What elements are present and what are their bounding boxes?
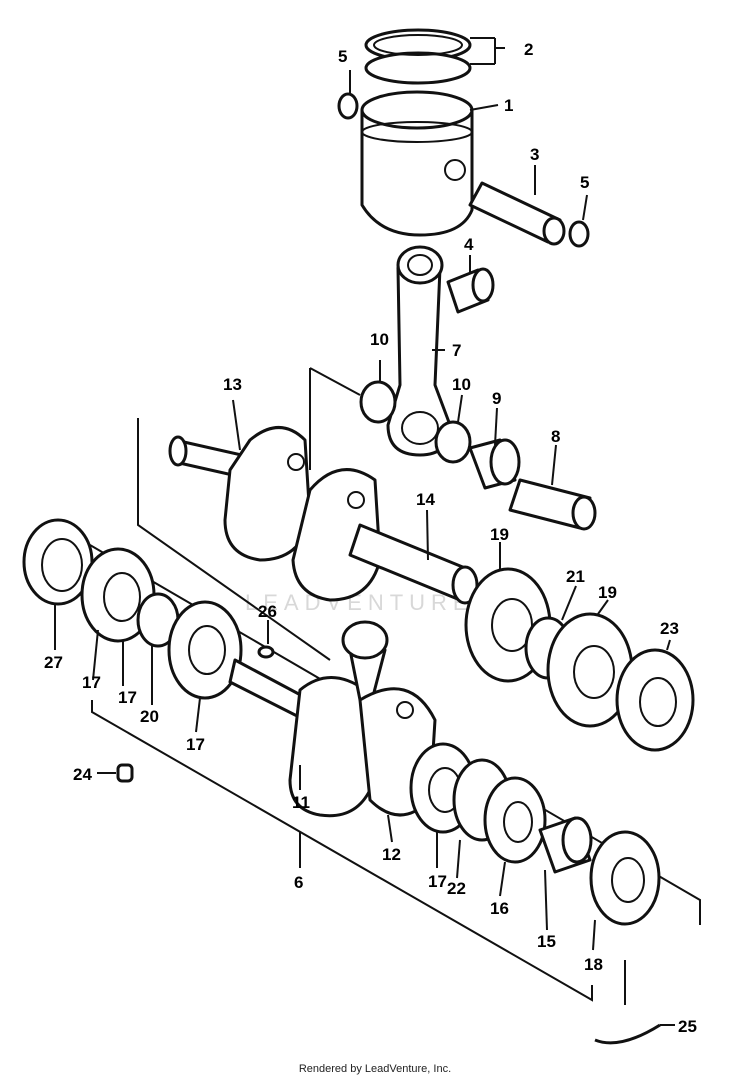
piston-pin [468, 181, 566, 246]
callout-5a: 5 [338, 47, 347, 66]
callout-19b: 19 [598, 583, 617, 602]
callout-13: 13 [223, 375, 242, 394]
callout-17c: 17 [428, 872, 447, 891]
callout-6: 6 [294, 873, 303, 892]
oil-seal-right [589, 830, 661, 926]
piston [360, 90, 474, 237]
callout-22: 22 [447, 879, 466, 898]
callout-14: 14 [416, 490, 435, 509]
callout-17a: 17 [82, 673, 101, 692]
crankshaft-half-right [291, 468, 479, 605]
callout-23: 23 [660, 619, 679, 638]
leader-lines [54, 37, 675, 1026]
crank-pin [508, 478, 597, 531]
assembly-guide-lines [89, 367, 701, 1005]
snap-ring [594, 1023, 661, 1045]
callout-10b: 10 [452, 375, 471, 394]
callout-numbers: 1 2 3 4 5 5 6 7 8 9 10 10 11 12 13 14 15… [44, 40, 697, 1036]
woodruff-key [257, 645, 275, 659]
circlip-left [337, 92, 359, 120]
callout-11: 11 [292, 793, 310, 812]
big-end-bearing [468, 438, 521, 490]
connecting-rod [386, 245, 452, 457]
callout-15: 15 [537, 932, 556, 951]
spacer [538, 816, 593, 874]
oil-seal-23 [615, 648, 695, 752]
callout-16: 16 [490, 899, 509, 918]
callout-25: 25 [678, 1017, 697, 1036]
bearing-mid-left [167, 600, 243, 700]
small-end-bearing [446, 267, 495, 314]
callout-17b: 17 [186, 735, 205, 754]
callout-26: 26 [258, 602, 277, 621]
crankshaft-half-left [168, 426, 312, 562]
callout-24: 24 [73, 765, 92, 784]
thrust-washer-right [434, 420, 472, 464]
callout-21: 21 [566, 567, 585, 586]
callout-2: 2 [524, 40, 533, 59]
callout-7: 7 [452, 341, 461, 360]
bearing-19-right [546, 612, 634, 728]
callout-5b: 5 [580, 173, 589, 192]
callout-18: 18 [584, 955, 603, 974]
callout-17d: 17 [118, 688, 137, 707]
callout-12: 12 [382, 845, 401, 864]
thrust-washer-left [359, 380, 397, 424]
callout-8: 8 [551, 427, 560, 446]
footer-credit: Rendered by LeadVenture, Inc. [298, 1063, 452, 1075]
piston-rings [364, 28, 472, 85]
circlip-right [568, 220, 590, 248]
callout-9: 9 [492, 389, 501, 408]
callout-10a: 10 [370, 330, 389, 349]
callout-27: 27 [44, 653, 63, 672]
callout-3: 3 [530, 145, 539, 164]
callout-1: 1 [504, 96, 513, 115]
callout-20: 20 [140, 707, 159, 726]
callout-19a: 19 [490, 525, 509, 544]
dowel-pin [116, 763, 134, 783]
seal-ring [483, 776, 547, 864]
callout-4: 4 [464, 235, 474, 254]
